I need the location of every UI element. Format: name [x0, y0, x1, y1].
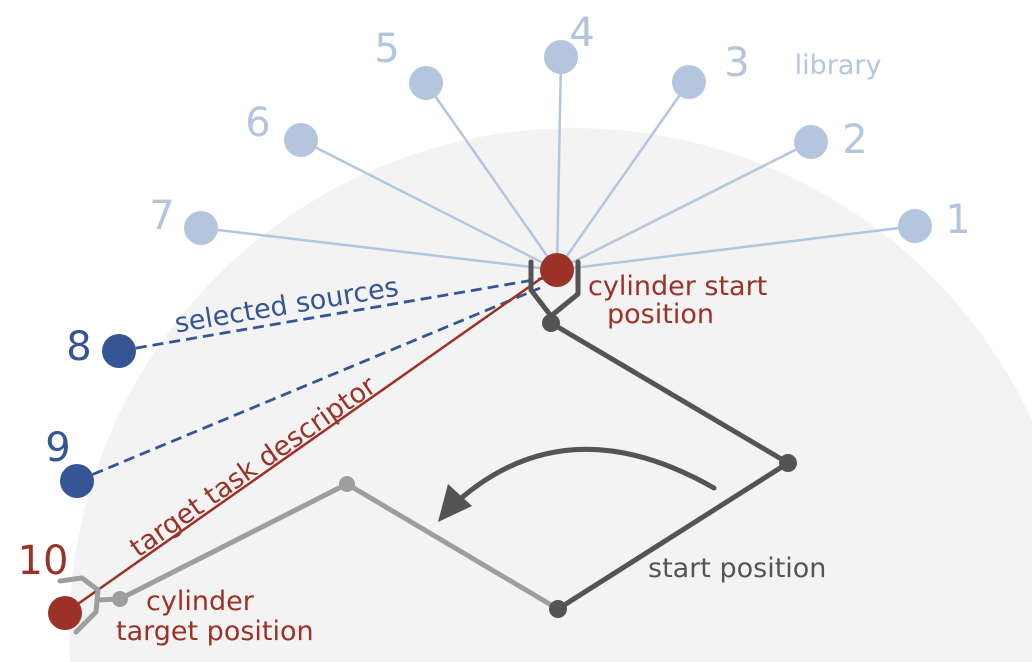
link-8 — [118, 276, 546, 353]
cylinder-target-label-line1: cylinder — [146, 586, 255, 617]
library-node-3 — [672, 65, 706, 99]
library-spokes — [200, 56, 916, 272]
spoke-7 — [200, 226, 558, 272]
library-label-7: 7 — [149, 193, 174, 239]
start-arm-joint-wrist — [542, 314, 560, 332]
source-node-9 — [60, 464, 94, 498]
target-gripper — [57, 575, 101, 635]
spoke-3 — [555, 81, 691, 271]
cylinder-start-node — [540, 253, 574, 287]
library-nodes — [184, 40, 932, 245]
library-node-6 — [284, 123, 318, 157]
rotation-arrow — [443, 446, 717, 515]
library-label-4: 4 — [569, 10, 594, 56]
selected-source-links — [76, 276, 546, 483]
library-label-6: 6 — [245, 100, 270, 146]
start-arm-joint-elbow — [779, 454, 797, 472]
spoke-6 — [300, 138, 558, 272]
spoke-1 — [556, 224, 916, 272]
start-position-label: start position — [648, 553, 826, 584]
library-label-2: 2 — [842, 117, 867, 163]
spoke-4 — [555, 56, 563, 271]
workspace-disc — [69, 128, 1032, 662]
library-node-5 — [409, 66, 443, 100]
link-9 — [76, 286, 541, 483]
spoke-2 — [556, 140, 812, 272]
target-arm-joint-wrist — [112, 591, 128, 607]
start-arm-base-joint — [549, 600, 567, 618]
source-label-9: 9 — [45, 425, 70, 471]
library-node-7 — [184, 211, 218, 245]
library-label-3: 3 — [724, 40, 749, 86]
cylinder-start-label-line2: position — [607, 299, 714, 330]
rotation-arrowhead-icon — [438, 484, 472, 522]
library-node-2 — [794, 125, 828, 159]
target-node-10 — [48, 596, 82, 630]
cylinder-target-label-line2: target position — [116, 616, 314, 647]
target-label-10: 10 — [18, 538, 69, 584]
cylinder-start-label-line1: cylinder start — [588, 271, 767, 302]
library-node-4 — [544, 40, 578, 74]
target-descriptor-line — [64, 273, 547, 615]
library-label-1: 1 — [945, 197, 970, 243]
source-node-8 — [102, 334, 136, 368]
library-title: library — [795, 50, 882, 81]
target-arm-joint-elbow — [339, 476, 355, 492]
library-node-1 — [898, 209, 932, 243]
source-label-8: 8 — [66, 324, 91, 370]
spoke-5 — [424, 82, 559, 271]
library-label-5: 5 — [374, 26, 399, 72]
